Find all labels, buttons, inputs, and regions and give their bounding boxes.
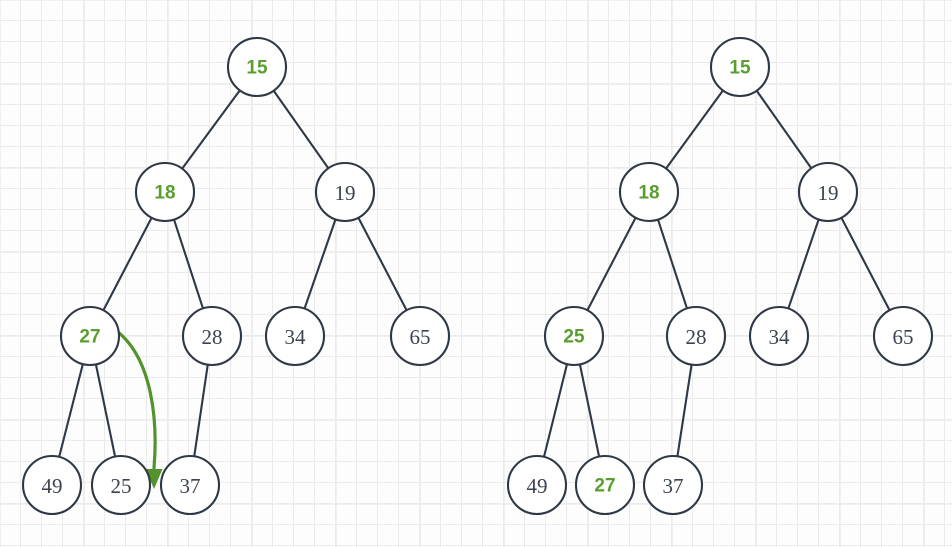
tree-node[interactable]: 65 — [872, 305, 934, 367]
node-label: 15 — [729, 58, 751, 79]
tree-edge — [357, 216, 408, 312]
node-circle[interactable] — [90, 454, 152, 516]
node-circle[interactable] — [872, 305, 934, 367]
tree-node[interactable]: 37 — [159, 454, 221, 516]
tree-node[interactable]: 37 — [642, 454, 704, 516]
tree-edge — [102, 216, 153, 312]
tree-node[interactable]: 28 — [665, 305, 727, 367]
tree-edge — [303, 218, 337, 310]
tree-edge — [787, 218, 820, 310]
tree-node[interactable]: 49 — [506, 454, 568, 516]
node-circle[interactable] — [665, 305, 727, 367]
node-circle[interactable] — [642, 454, 704, 516]
tree-nodes-layer: 15 18 19 27 28 34 65 49 25 37 15 18 19 25 28 34 65 49 27 37 — [21, 36, 934, 516]
tree-node[interactable]: 25 — [543, 305, 605, 367]
tree-node[interactable]: 49 — [21, 454, 83, 516]
node-label: 25 — [111, 474, 132, 498]
node-circle[interactable] — [59, 305, 121, 367]
node-label: 15 — [246, 58, 268, 79]
node-label: 25 — [563, 327, 585, 348]
tree-node[interactable]: 28 — [181, 305, 243, 367]
node-label: 34 — [285, 325, 307, 349]
node-label: 27 — [79, 327, 100, 348]
tree-node[interactable]: 15 — [709, 36, 771, 98]
tree-node[interactable]: 34 — [748, 305, 810, 367]
tree-edge — [586, 216, 637, 312]
tree-node[interactable]: 18 — [618, 161, 680, 223]
node-circle[interactable] — [389, 305, 451, 367]
node-label: 37 — [663, 474, 684, 498]
tree-edge — [840, 216, 891, 312]
node-circle[interactable] — [159, 454, 221, 516]
swap-arrow — [116, 330, 163, 489]
node-label: 19 — [818, 181, 839, 205]
tree-edge — [181, 89, 241, 170]
node-circle[interactable] — [543, 305, 605, 367]
tree-node[interactable]: 27 — [59, 305, 121, 367]
node-circle[interactable] — [226, 36, 288, 98]
node-label: 18 — [154, 183, 175, 204]
node-circle[interactable] — [506, 454, 568, 516]
tree-node[interactable]: 15 — [226, 36, 288, 98]
tree-edge — [172, 218, 205, 310]
tree-edge — [755, 89, 813, 170]
node-circle[interactable] — [314, 161, 376, 223]
tree-node[interactable]: 19 — [797, 161, 859, 223]
tree-node[interactable]: 19 — [314, 161, 376, 223]
tree-node[interactable]: 27 — [574, 454, 636, 516]
node-label: 49 — [42, 474, 63, 498]
annotation-arrows-layer — [116, 330, 163, 489]
node-label: 19 — [335, 181, 356, 205]
tree-edge — [665, 89, 724, 170]
tree-edge — [542, 363, 569, 458]
node-label: 65 — [410, 325, 431, 349]
node-circle[interactable] — [748, 305, 810, 367]
swap-arrow-shaft — [116, 330, 157, 470]
node-circle[interactable] — [134, 161, 196, 223]
tree-edge — [656, 218, 689, 310]
node-circle[interactable] — [709, 36, 771, 98]
tree-node[interactable]: 25 — [90, 454, 152, 516]
node-circle[interactable] — [181, 305, 243, 367]
tree-edge — [272, 89, 330, 170]
node-label: 34 — [769, 325, 791, 349]
node-label: 65 — [893, 325, 914, 349]
swap-arrow-head — [145, 469, 163, 489]
node-label: 37 — [180, 474, 201, 498]
node-circle[interactable] — [264, 305, 326, 367]
node-label: 28 — [686, 325, 707, 349]
tree-edges-layer — [58, 89, 891, 458]
node-label: 18 — [638, 183, 659, 204]
node-circle[interactable] — [618, 161, 680, 223]
tree-edge — [676, 363, 693, 458]
tree-edge — [94, 363, 117, 458]
node-label: 49 — [527, 474, 548, 498]
tree-edge — [578, 363, 601, 458]
tree-edge — [58, 363, 84, 458]
tree-edge — [193, 363, 209, 458]
tree-node[interactable]: 65 — [389, 305, 451, 367]
node-circle[interactable] — [797, 161, 859, 223]
tree-node[interactable]: 18 — [134, 161, 196, 223]
node-label: 28 — [202, 325, 223, 349]
tree-node[interactable]: 34 — [264, 305, 326, 367]
node-circle[interactable] — [21, 454, 83, 516]
node-circle[interactable] — [574, 454, 636, 516]
node-label: 27 — [594, 476, 615, 497]
